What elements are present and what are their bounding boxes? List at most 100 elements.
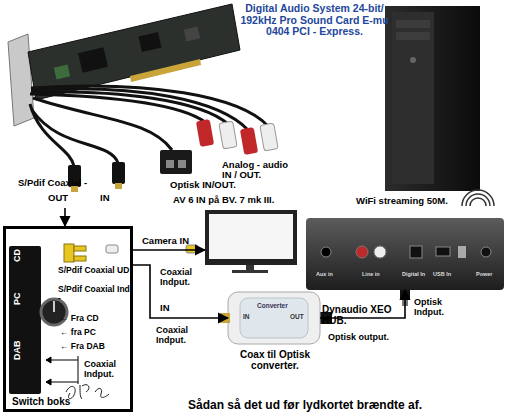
connector-label: Camera IN <box>142 236 189 246</box>
wifi-icon <box>462 190 494 206</box>
cable-connector <box>133 265 228 318</box>
port-label: DAB <box>13 341 23 361</box>
port-label: ← fra PC <box>60 328 96 337</box>
port-label: ← Fra CD <box>60 314 99 323</box>
pc-tower <box>385 6 480 191</box>
yellow-splitter <box>74 256 86 261</box>
port-label: Coaxial Indput. <box>84 360 129 380</box>
pc-tower <box>392 12 434 184</box>
cable-connector <box>64 208 66 226</box>
optical-box <box>160 150 192 174</box>
input-arrows <box>46 357 51 385</box>
port-label: OUT <box>290 313 304 320</box>
switch-device <box>53 301 55 312</box>
rca-plug <box>196 119 214 147</box>
port-label: Line in <box>362 271 380 277</box>
port-label: Optisk IN/OUT. <box>170 180 236 190</box>
port-label: S/Pdif Coaxial Ind - <box>58 285 130 304</box>
yellow-splitter <box>64 244 74 262</box>
streaming-hub <box>410 246 422 258</box>
sound-card-board <box>54 65 70 80</box>
port-label: Coaxial Indput. <box>160 268 205 288</box>
coax-plug <box>115 183 122 189</box>
sound-card: Digital Audio System 24-bit/ 192kHz Pro … <box>0 0 385 208</box>
pc-tower <box>396 32 430 40</box>
card-cables <box>31 89 248 130</box>
yellow-splitter <box>186 245 198 253</box>
tv-monitor: AV 6 IN på BV. 7 mk III. <box>205 210 297 265</box>
card-cables <box>33 98 172 150</box>
port-label: Coaxial Indput. <box>156 326 211 346</box>
sound-card-board <box>8 4 240 126</box>
tv-monitor <box>209 214 293 259</box>
port-label: Optisk output. <box>328 333 389 343</box>
tv-monitor <box>205 210 297 273</box>
sound-card-board <box>78 47 108 72</box>
tv-monitor <box>232 270 268 273</box>
optical-box <box>178 160 186 168</box>
rca-plug <box>219 121 237 149</box>
pc-tower <box>410 57 416 63</box>
port-label: Digital In <box>402 271 425 277</box>
port-label: USB In <box>433 271 451 277</box>
sound-card-board <box>184 27 200 42</box>
signature <box>66 385 109 399</box>
signature <box>66 385 109 399</box>
streaming-hub <box>436 247 450 256</box>
optical-box <box>160 150 192 174</box>
pc-tower <box>396 20 430 28</box>
card-cables <box>30 86 268 166</box>
streaming-hub: WiFi streaming 50M.Dynaudio XEO HUB. <box>306 218 504 290</box>
yellow-splitter <box>74 246 86 251</box>
coax-plug <box>112 162 125 184</box>
port-label: CD <box>13 249 23 262</box>
wifi-icon <box>466 194 490 206</box>
sound-card-board <box>130 59 201 82</box>
tv-monitor <box>205 210 297 265</box>
port-label: Converter <box>257 302 288 309</box>
card-cables <box>31 86 268 126</box>
sound-card-board <box>138 32 161 52</box>
device-heading: Coax til Optisk converter. <box>220 349 330 371</box>
streaming-hub <box>458 246 466 258</box>
streaming-hub <box>481 247 491 257</box>
converter-device <box>220 292 320 344</box>
rca-plug <box>240 127 258 155</box>
converter-device <box>240 298 308 338</box>
port-label: Aux in <box>316 271 333 277</box>
port-label: S/Pdif Coaxial UD <box>58 266 129 275</box>
port-label: Optisk Indput. <box>414 298 464 318</box>
device-heading: WiFi streaming 50M. <box>356 196 448 206</box>
device-heading: Digital Audio System 24-bit/ 192kHz Pro … <box>232 3 397 38</box>
streaming-hub <box>356 246 368 258</box>
rca-plug <box>196 119 278 155</box>
port-label: IN <box>243 313 250 320</box>
streaming-hub <box>306 218 504 290</box>
device-name: Dynaudio XEO HUB. <box>322 304 402 326</box>
converter-box: Coax til Optisk converter. <box>228 292 320 344</box>
wifi-icon <box>470 198 486 206</box>
port-label: Power <box>476 271 493 277</box>
connector-label: IN <box>160 303 170 313</box>
device-heading: AV 6 IN på BV. 7 mk III. <box>173 195 274 205</box>
port-label: IN <box>100 193 110 203</box>
optical-box <box>166 160 174 168</box>
streaming-hub <box>321 247 331 257</box>
yellow-splitter <box>106 245 118 253</box>
port-label: OUT <box>48 193 68 203</box>
port-label: ← Fra DAB <box>60 342 105 351</box>
input-arrows <box>46 356 78 385</box>
port-label: Analog - audio IN / OUT. <box>222 160 297 181</box>
rca-plug <box>260 123 278 151</box>
wifi-icon <box>462 190 494 206</box>
converter-device <box>228 292 320 344</box>
streaming-hub <box>306 218 504 290</box>
sound-card-board <box>8 34 34 126</box>
card-cables <box>30 104 74 166</box>
caption: Sådan så det ud før lydkortet brændte af… <box>188 399 422 412</box>
switch-device <box>9 246 41 394</box>
input-arrows <box>46 356 78 384</box>
device-heading: Switch boks <box>12 396 70 407</box>
